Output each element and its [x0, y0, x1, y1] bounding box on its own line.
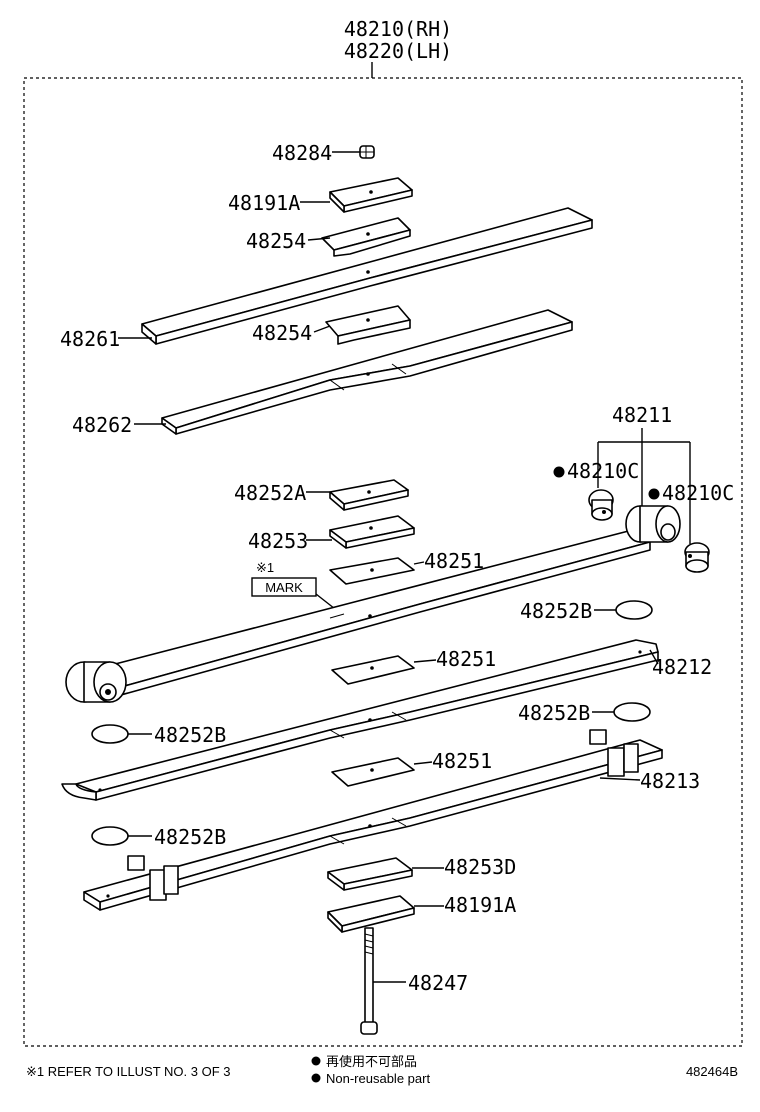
- label-48252A: 48252A: [234, 481, 306, 505]
- leaf-48261: [141, 207, 593, 345]
- disc-48252B-b: [91, 724, 129, 744]
- leader-48251-b: [413, 659, 437, 663]
- label-48211: 48211: [612, 403, 672, 427]
- label-48252B-a: 48252B: [520, 599, 592, 623]
- shim-48251-c: [331, 757, 415, 787]
- footer-reference-note: ※1 REFER TO ILLUST NO. 3 OF 3: [26, 1064, 231, 1079]
- assembly-number-rh: 48210(RH): [344, 17, 452, 41]
- disc-48252B-d: [91, 826, 129, 846]
- label-48254-a: 48254: [246, 229, 306, 253]
- label-48252B-b: 48252B: [154, 723, 226, 747]
- footer-illustration-number: 482464B: [686, 1064, 738, 1079]
- nut-48284: [359, 145, 375, 159]
- label-48251-c: 48251: [432, 749, 492, 773]
- label-48210C-right: 48210C: [662, 481, 734, 505]
- leader-48254-a: [307, 237, 331, 241]
- label-48212: 48212: [652, 655, 712, 679]
- bushing-48210C-left: [588, 489, 614, 521]
- label-48210C-left: 48210C: [567, 459, 639, 483]
- mark-box-label: MARK: [265, 580, 303, 595]
- label-48262: 48262: [72, 413, 132, 437]
- leader-48212: [649, 649, 659, 665]
- pad-48252A: [329, 479, 409, 511]
- legend-dot-en: [311, 1073, 321, 1083]
- label-48253: 48253: [248, 529, 308, 553]
- label-48253D: 48253D: [444, 855, 516, 879]
- bushing-48210C-right: [684, 542, 710, 573]
- main-leaf-48211: [65, 505, 681, 703]
- leader-48213: [599, 777, 641, 781]
- assembly-border: [23, 77, 743, 1047]
- label-48247: 48247: [408, 971, 468, 995]
- footer-non-reusable-jp: 再使用不可部品: [326, 1054, 417, 1069]
- insert-48254-b: [325, 305, 411, 345]
- pad-48253: [329, 515, 415, 549]
- assembly-number-lh: 48220(LH): [344, 39, 452, 63]
- label-48254-b: 48254: [252, 321, 312, 345]
- center-bolt-48247: [360, 927, 378, 1035]
- legend-dot-jp: [311, 1056, 321, 1066]
- leader-48254-b: [313, 325, 331, 333]
- non-reusable-marker-right: [648, 488, 660, 500]
- insert-48254-a: [321, 217, 411, 257]
- label-48251-b: 48251: [436, 647, 496, 671]
- disc-48252B-a: [615, 600, 653, 620]
- shim-48251-b: [331, 655, 415, 685]
- label-48261: 48261: [60, 327, 120, 351]
- footer-non-reusable-en: Non-reusable part: [326, 1071, 430, 1086]
- label-48252B-d: 48252B: [154, 825, 226, 849]
- disc-48252B-c: [613, 702, 651, 722]
- label-48284: 48284: [272, 141, 332, 165]
- leader-48251-c: [413, 761, 433, 765]
- label-48191A-bottom: 48191A: [444, 893, 516, 917]
- shim-48251-a: [329, 557, 415, 585]
- pad-48191A-bottom: [327, 895, 415, 933]
- leader-48251-a: [413, 561, 425, 565]
- reference-mark: ※1: [256, 560, 274, 575]
- non-reusable-marker-left: [553, 466, 565, 478]
- label-48191A-top: 48191A: [228, 191, 300, 215]
- pad-48253D: [327, 857, 413, 891]
- label-48251-a: 48251: [424, 549, 484, 573]
- leaf-48262: [161, 309, 573, 435]
- label-48213: 48213: [640, 769, 700, 793]
- mark-box: [251, 577, 317, 597]
- leaf-48212: [61, 639, 659, 801]
- leaf-48213: [83, 729, 663, 911]
- label-48252B-c: 48252B: [518, 701, 590, 725]
- pad-48191A-top: [329, 177, 413, 213]
